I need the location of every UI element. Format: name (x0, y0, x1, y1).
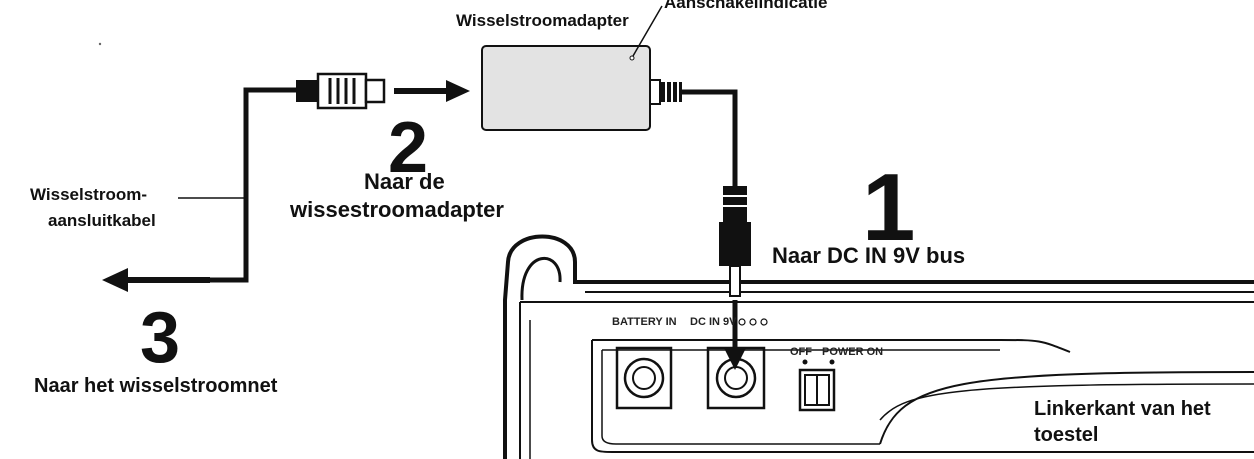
step-3-number: 3 (140, 298, 181, 378)
arrow-to-adapter (394, 80, 470, 102)
step-2-number: 2 (388, 108, 429, 188)
dc-in-label: DC IN 9V (690, 316, 737, 328)
arrow-to-mains (102, 268, 210, 292)
step-1-text: Naar DC IN 9V bus (772, 243, 966, 268)
device-side-label-line1: Linkerkant van het (1034, 398, 1211, 420)
battery-in-jack (615, 346, 673, 410)
step-2-text-line1: Naar de (364, 169, 445, 194)
dc-plug (719, 186, 751, 297)
ac-connector (296, 72, 386, 110)
switch-power-on-label: POWER ON (822, 346, 884, 358)
ac-adapter-label: Wisselstroomadapter (456, 11, 629, 30)
ac-power-cable (210, 87, 298, 283)
step-2-text-line2: wissestroomadapter (290, 197, 504, 222)
power-indicator-label: Aanschakelindicatie (664, 0, 828, 12)
dc-cable (682, 89, 738, 186)
ac-cable-label-line2: aansluitkabel (48, 211, 156, 230)
polarity-symbol-icon (738, 318, 768, 326)
switch-off-label: OFF (790, 346, 812, 358)
ac-cable-label-line1: Wisselstroom- (30, 185, 147, 204)
step-3-text: Naar het wisselstroomnet (34, 375, 278, 397)
device-side-label-line2: toestel (1034, 424, 1099, 446)
arrow-into-dc-jack (724, 300, 746, 370)
indicator-leader-line (632, 5, 663, 57)
power-switch (798, 359, 836, 412)
battery-in-label: BATTERY IN (612, 316, 677, 328)
ac-adapter (481, 45, 682, 131)
step-1-number: 1 (862, 154, 916, 261)
device-body (503, 234, 1254, 459)
